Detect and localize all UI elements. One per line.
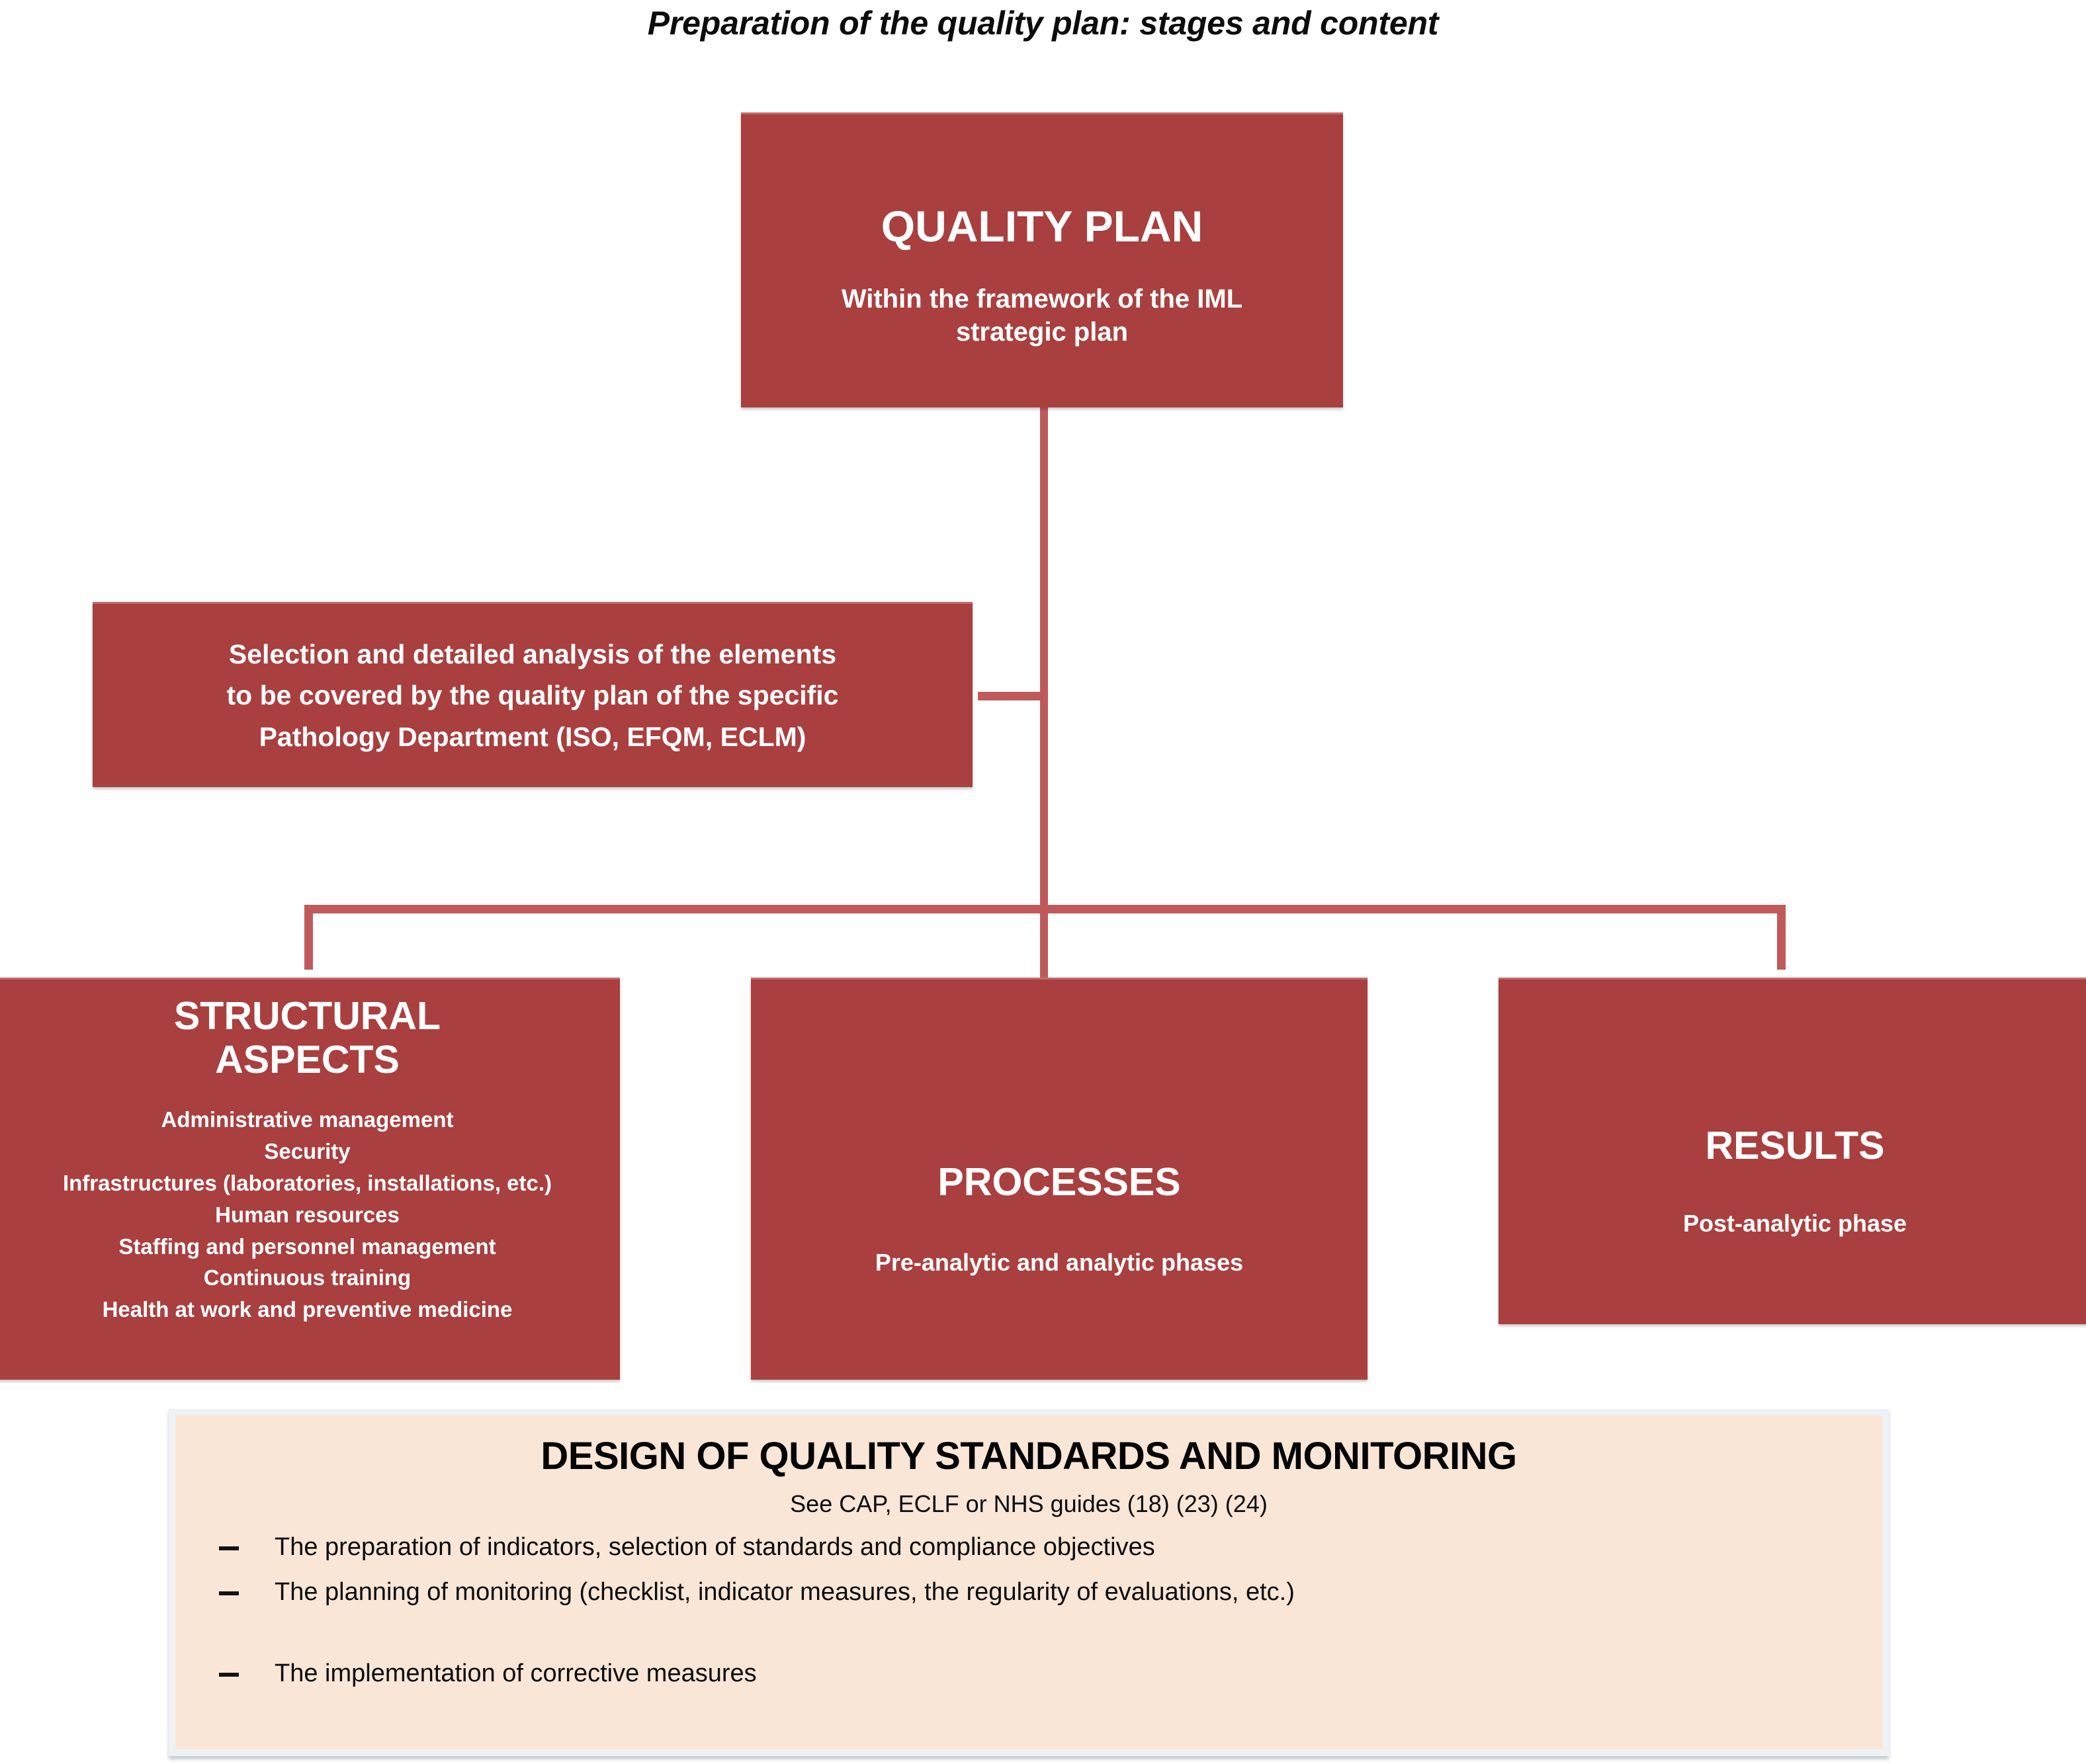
list-item: Continuous training (203, 1265, 412, 1290)
quality-plan-subtitle: Within the framework of the IML strategi… (841, 284, 1243, 347)
list-item: Staffing and personnel management (118, 1234, 496, 1259)
results-title: RESULTS (1705, 1123, 1885, 1167)
processes-subtitle: Pre-analytic and analytic phases (875, 1249, 1244, 1277)
bullet-text: The preparation of indicators, selection… (275, 1533, 1155, 1561)
list-item: Infrastructures (laboratories, installat… (62, 1170, 552, 1195)
bullet-text: The planning of monitoring (checklist, i… (275, 1577, 1295, 1606)
figure-title: Preparation of the quality plan: stages … (647, 5, 1439, 42)
list-item: Security (264, 1139, 351, 1163)
selection-line-2: to be covered by the quality plan of the… (226, 680, 839, 711)
design-panel-bullet-list: The preparation of indicators, selection… (175, 1533, 1882, 1689)
design-panel-title: DESIGN OF QUALITY STANDARDS AND MONITORI… (541, 1435, 1517, 1478)
results-subtitle: Post-analytic phase (1682, 1210, 1907, 1238)
design-panel-subtitle: See CAP, ECLF or NHS guides (18) (23) (2… (790, 1490, 1268, 1517)
results-box: RESULTS Post-analytic phase (1499, 978, 2086, 1324)
list-item: The preparation of indicators, selection… (215, 1533, 1882, 1563)
list-item: Human resources (215, 1202, 400, 1227)
selection-analysis-box: Selection and detailed analysis of the e… (93, 602, 973, 787)
list-item: Administrative management (161, 1107, 454, 1132)
list-item: Health at work and preventive medicine (102, 1297, 513, 1322)
processes-box: PROCESSES Pre-analytic and analytic phas… (751, 978, 1368, 1380)
dash-bullet-icon (219, 1546, 239, 1551)
dash-bullet-icon (219, 1591, 239, 1595)
structural-aspects-list: Administrative management Security Infra… (63, 1104, 552, 1325)
bullet-text: The implementation of corrective measure… (275, 1659, 757, 1688)
structural-title-line-2: ASPECTS (215, 1038, 400, 1082)
list-item: The planning of monitoring (checklist, i… (215, 1577, 1882, 1608)
quality-plan-title: QUALITY PLAN (881, 201, 1203, 251)
connector-drop-structural (304, 905, 313, 970)
list-item: The implementation of corrective measure… (215, 1659, 1882, 1689)
structural-aspects-title: STRUCTURAL ASPECTS (174, 994, 441, 1081)
processes-title: PROCESSES (937, 1159, 1181, 1204)
selection-line-1: Selection and detailed analysis of the e… (228, 639, 837, 670)
quality-plan-box: QUALITY PLAN Within the framework of the… (741, 112, 1343, 407)
connector-trunk-upper (1040, 407, 1048, 910)
selection-text: Selection and detailed analysis of the e… (227, 634, 839, 757)
structural-title-line-1: STRUCTURAL (173, 994, 441, 1038)
connector-stub-to-selection (978, 692, 1044, 700)
connector-drop-results (1777, 905, 1786, 970)
selection-line-3: Pathology Department (ISO, EFQM, ECLM) (259, 721, 806, 752)
connector-drop-processes (1040, 905, 1048, 978)
dash-bullet-icon (219, 1673, 239, 1677)
design-standards-panel: DESIGN OF QUALITY STANDARDS AND MONITORI… (169, 1409, 1889, 1756)
structural-aspects-box: STRUCTURAL ASPECTS Administrative manage… (0, 978, 620, 1380)
